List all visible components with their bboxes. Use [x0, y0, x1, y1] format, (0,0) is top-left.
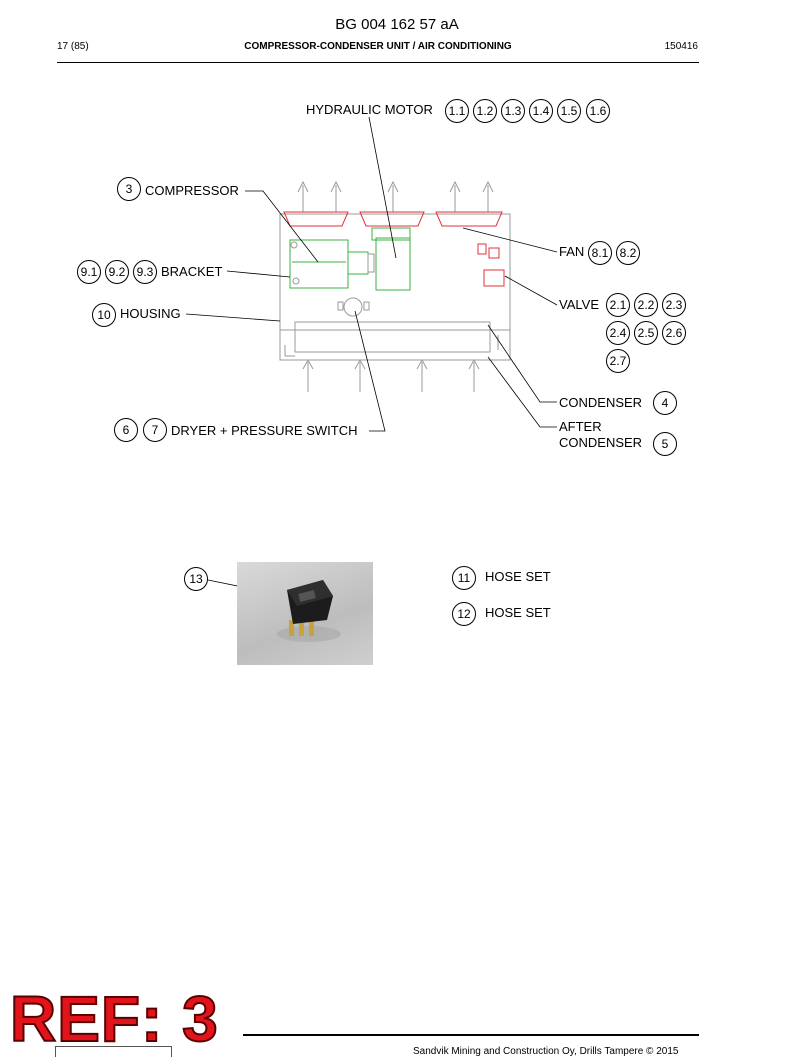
label-compressor: COMPRESSOR: [145, 183, 239, 198]
compressor-motor-green: [289, 227, 411, 291]
ref-9-2: 9.2: [105, 260, 129, 284]
ref-2-6: 2.6: [662, 321, 686, 345]
footer-rule: [243, 1034, 699, 1036]
leader-lines: [185, 116, 558, 601]
ref-2-4: 2.4: [606, 321, 630, 345]
label-hose-set-12: HOSE SET: [485, 605, 551, 620]
ref-1-1: 1.1: [445, 99, 469, 123]
header-rule: [57, 62, 699, 63]
ref-1-6: 1.6: [586, 99, 610, 123]
ref-2-5: 2.5: [634, 321, 658, 345]
ref-2-7: 2.7: [606, 349, 630, 373]
footer-copyright: Sandvik Mining and Construction Oy, Dril…: [413, 1046, 679, 1057]
ref-6: 6: [114, 418, 138, 442]
ref-8-2: 8.2: [616, 241, 640, 265]
ref-stamp: REF: 3: [9, 982, 219, 1056]
ref-13: 13: [184, 567, 208, 591]
ref-11: 11: [452, 566, 476, 590]
ref-9-3: 9.3: [133, 260, 157, 284]
label-housing: HOUSING: [120, 306, 181, 321]
label-after: AFTER: [559, 419, 602, 434]
page-number: 17 (85): [57, 41, 89, 52]
unit-drawing: [185, 116, 558, 601]
date-code: 150416: [664, 41, 698, 52]
ref-2-1: 2.1: [606, 293, 630, 317]
label-fan: FAN: [559, 244, 585, 259]
label-hose-set-11: HOSE SET: [485, 569, 551, 584]
sandvik-logo: [55, 1046, 172, 1057]
label-hydraulic-motor: HYDRAULIC MOTOR: [306, 102, 433, 117]
ref-10: 10: [92, 303, 116, 327]
label-condenser-2: CONDENSER: [559, 435, 643, 450]
ref-1-5: 1.5: [557, 99, 581, 123]
relay-icon: [277, 580, 341, 642]
housing-outline: [279, 213, 511, 361]
ref-12: 12: [452, 602, 476, 626]
ref-2-3: 2.3: [662, 293, 686, 317]
ref-2-2: 2.2: [634, 293, 658, 317]
fan-housings: [283, 211, 505, 287]
ref-5: 5: [653, 432, 677, 456]
ref-4: 4: [653, 391, 677, 415]
label-valve: VALVE: [559, 297, 599, 312]
label-dryer: DRYER + PRESSURE SWITCH: [171, 423, 358, 438]
ref-3: 3: [117, 177, 141, 201]
ref-1-2: 1.2: [473, 99, 497, 123]
ref-8-1: 8.1: [588, 241, 612, 265]
ref-1-3: 1.3: [501, 99, 525, 123]
document-id: BG 004 162 57 aA: [335, 16, 459, 33]
label-condenser: CONDENSER: [559, 395, 643, 410]
ref-9-1: 9.1: [77, 260, 101, 284]
ref-7: 7: [143, 418, 167, 442]
relay-photo: [237, 562, 373, 665]
label-bracket: BRACKET: [161, 264, 223, 279]
airflow-arrows: [297, 180, 494, 392]
ref-1-4: 1.4: [529, 99, 553, 123]
section-title: COMPRESSOR-CONDENSER UNIT / AIR CONDITIO…: [244, 41, 512, 52]
